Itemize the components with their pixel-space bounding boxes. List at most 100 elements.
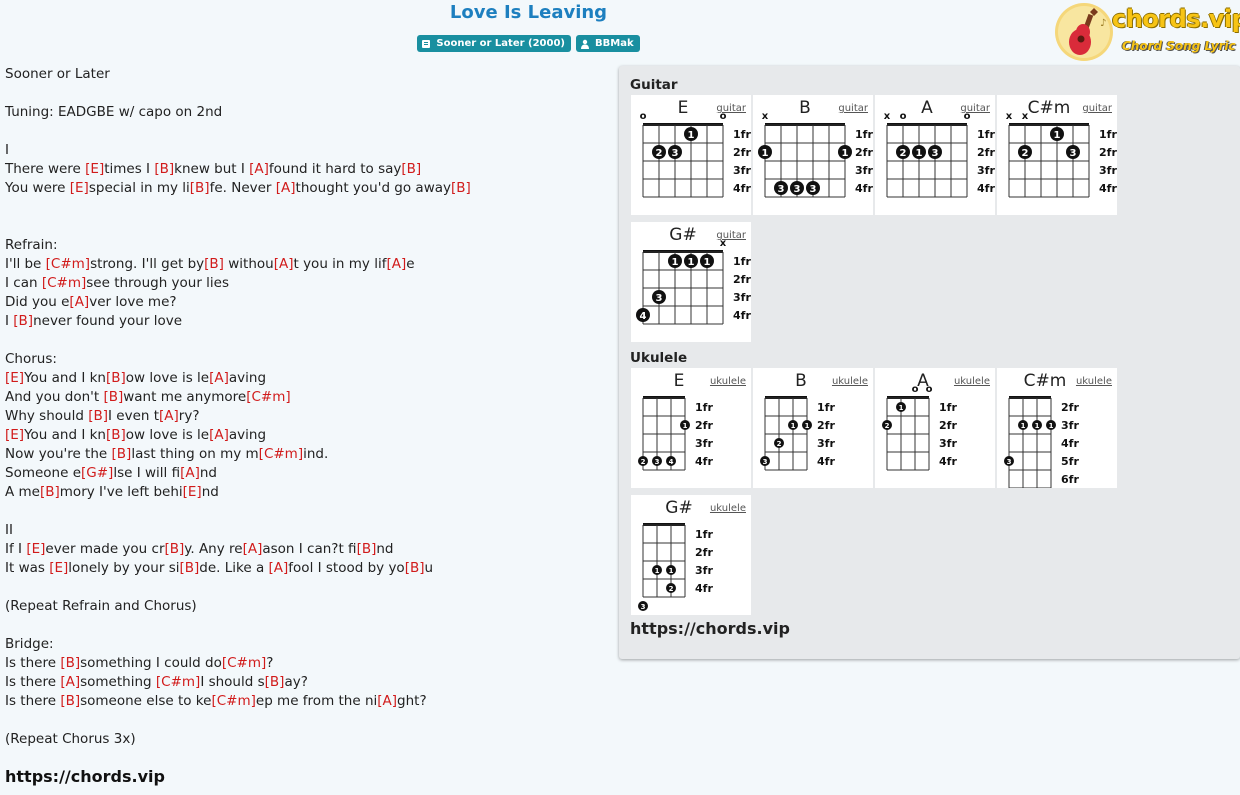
chord-link[interactable]: [A] bbox=[268, 560, 289, 576]
finger-number: 2 bbox=[885, 422, 890, 430]
chord-link[interactable]: [B] bbox=[105, 370, 126, 386]
lyric-text: nd bbox=[201, 484, 219, 500]
instrument-link[interactable]: guitar bbox=[838, 103, 869, 114]
open-string-mark: o bbox=[900, 111, 907, 122]
chord-link[interactable]: [B] bbox=[88, 408, 108, 424]
site-logo[interactable]: ♪ chords.vip Chord Song Lyric bbox=[1054, 2, 1240, 64]
fret-label: 1fr bbox=[939, 401, 957, 414]
instrument-link[interactable]: guitar bbox=[716, 103, 747, 114]
footer-url[interactable]: https://chords.vip bbox=[5, 767, 165, 786]
fret-label: 2fr bbox=[695, 546, 713, 559]
lyric-text: You and I kn bbox=[24, 370, 106, 386]
chord-link[interactable]: [B] bbox=[60, 655, 81, 671]
chord-link[interactable]: [C#m] bbox=[155, 674, 201, 690]
chord-link[interactable]: [C#m] bbox=[41, 275, 87, 291]
chord-link[interactable]: [B] bbox=[154, 161, 175, 177]
chord-link[interactable]: [B] bbox=[39, 484, 60, 500]
chord-link[interactable]: [E] bbox=[5, 427, 25, 443]
chord-link[interactable]: [B] bbox=[13, 313, 34, 329]
chord-link[interactable]: [B] bbox=[105, 427, 126, 443]
svg-text:♪: ♪ bbox=[1100, 18, 1106, 29]
chord-link[interactable]: [A] bbox=[159, 408, 179, 424]
fret-label: 4fr bbox=[977, 182, 995, 195]
finger-dot bbox=[806, 181, 820, 195]
chord-link[interactable]: [A] bbox=[209, 427, 229, 443]
chord-link[interactable]: [B] bbox=[179, 560, 200, 576]
chord-link[interactable]: [E] bbox=[26, 541, 46, 557]
artist-badge[interactable]: BBMak bbox=[576, 35, 640, 52]
lyric-text: u bbox=[424, 560, 434, 576]
chord-link[interactable]: [B] bbox=[204, 256, 224, 272]
instrument-link[interactable]: ukulele bbox=[832, 376, 868, 387]
chord-link[interactable]: [B] bbox=[356, 541, 377, 557]
chord-link[interactable]: [G#] bbox=[81, 465, 114, 481]
fret-label: 3fr bbox=[939, 437, 957, 450]
chord-link[interactable]: [C#m] bbox=[211, 693, 256, 709]
chord-link[interactable]: [C#m] bbox=[258, 446, 304, 462]
instrument-link[interactable]: guitar bbox=[1082, 103, 1113, 114]
chord-link[interactable]: [B] bbox=[111, 446, 132, 462]
lyric-text: t you in my lif bbox=[293, 256, 387, 272]
chord-link[interactable]: [C#m] bbox=[45, 256, 91, 272]
chord-link[interactable]: [B] bbox=[189, 180, 210, 196]
chord-link[interactable]: [B] bbox=[164, 541, 185, 557]
instrument-link[interactable]: ukulele bbox=[1076, 376, 1112, 387]
fret-label: 3fr bbox=[733, 291, 751, 304]
chord-link[interactable]: [E] bbox=[5, 370, 25, 386]
lyric-text: lse I will fi bbox=[113, 465, 181, 481]
fret-label: 3fr bbox=[817, 437, 835, 450]
finger-dot bbox=[774, 438, 784, 448]
lyric-line: There were [E]times I [B]knew but I [A]f… bbox=[5, 160, 605, 179]
instrument-link[interactable]: ukulele bbox=[710, 376, 746, 387]
chord-link[interactable]: [A] bbox=[69, 294, 90, 310]
fret-label: 3fr bbox=[855, 164, 873, 177]
chord-link[interactable]: [A] bbox=[209, 370, 229, 386]
chord-name: G# bbox=[665, 498, 692, 518]
lyric-text: Bridge: bbox=[5, 636, 54, 652]
chord-link[interactable]: [C#m] bbox=[246, 389, 291, 405]
lyric-text: I can bbox=[5, 275, 42, 291]
chord-link[interactable]: [A] bbox=[180, 465, 200, 481]
chord-link[interactable]: [C#m] bbox=[221, 655, 267, 671]
chord-link[interactable]: [B] bbox=[451, 180, 471, 196]
chord-link[interactable]: [B] bbox=[103, 389, 124, 405]
finger-dot bbox=[928, 145, 942, 159]
instrument-link[interactable]: ukulele bbox=[710, 503, 746, 514]
chord-link[interactable]: [A] bbox=[386, 256, 407, 272]
chord-link[interactable]: [A] bbox=[273, 256, 294, 272]
chord-link[interactable]: [E] bbox=[182, 484, 202, 500]
chord-link[interactable]: [E] bbox=[85, 161, 105, 177]
chord-name: B bbox=[799, 98, 811, 118]
chord-link[interactable]: [A] bbox=[242, 541, 263, 557]
chord-link[interactable]: [A] bbox=[377, 693, 398, 709]
chord-link[interactable]: [B] bbox=[264, 674, 285, 690]
muted-string-mark: x bbox=[720, 238, 727, 249]
chord-link[interactable]: [E] bbox=[69, 180, 89, 196]
album-badge[interactable]: Sooner or Later (2000) bbox=[417, 35, 571, 52]
chord-link[interactable]: [B] bbox=[60, 693, 81, 709]
finger-number: 3 bbox=[641, 603, 646, 611]
chord-link[interactable]: [A] bbox=[275, 180, 296, 196]
instrument-link[interactable]: guitar bbox=[960, 103, 991, 114]
chord-link[interactable]: [A] bbox=[60, 674, 81, 690]
fret-label: 3fr bbox=[695, 437, 713, 450]
chord-link[interactable]: [B] bbox=[401, 161, 422, 177]
instrument-link[interactable]: ukulele bbox=[954, 376, 990, 387]
lyric-text: Is there bbox=[5, 693, 61, 709]
chord-link[interactable]: [A] bbox=[249, 161, 269, 177]
chord-link[interactable]: [E] bbox=[49, 560, 69, 576]
finger-dot bbox=[802, 420, 812, 430]
instrument-link[interactable]: guitar bbox=[716, 230, 747, 241]
panel-site-url[interactable]: https://chords.vip bbox=[630, 619, 790, 638]
chord-link[interactable]: [B] bbox=[404, 560, 425, 576]
